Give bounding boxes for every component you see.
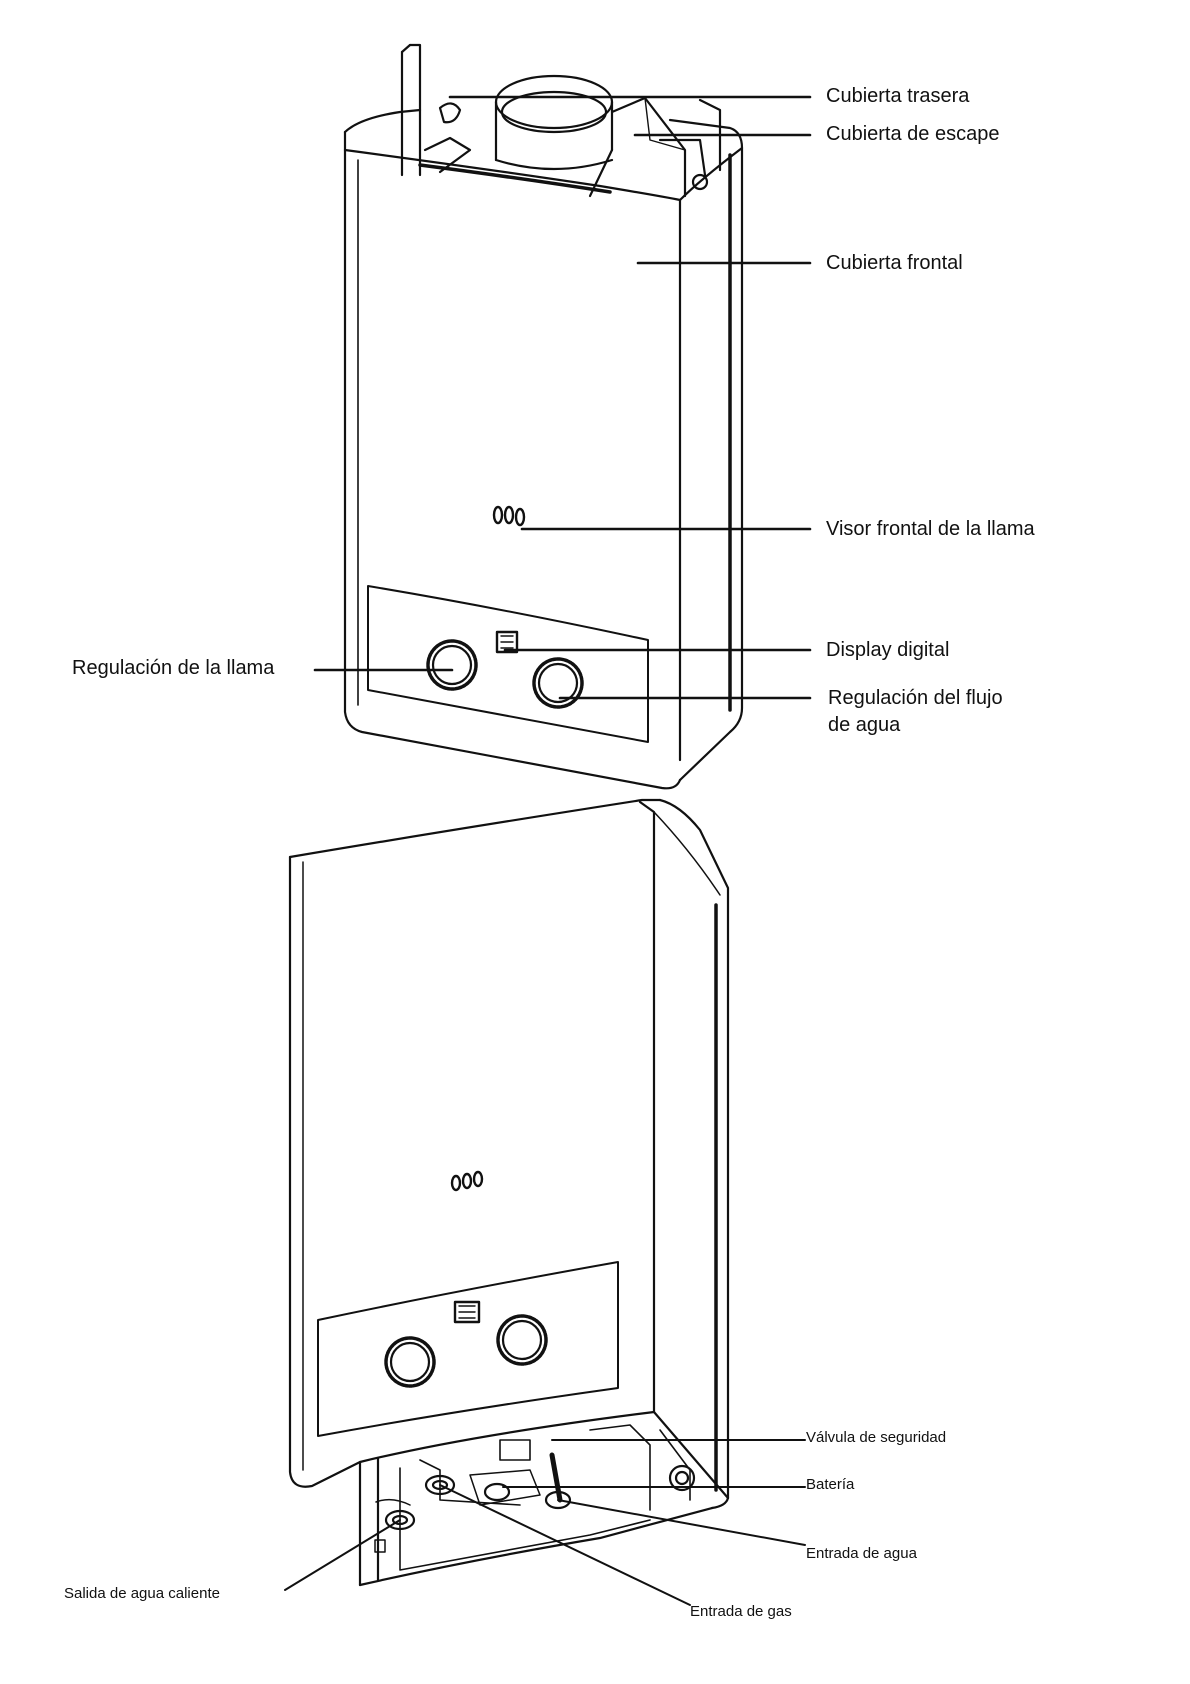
front-cover-outline <box>345 150 680 760</box>
label-front-cover: Cubierta frontal <box>826 251 963 276</box>
bottom-heater-unit <box>290 800 728 1585</box>
label-rear-cover: Cubierta trasera <box>826 84 969 109</box>
bottom-water-knob <box>498 1316 546 1364</box>
bottom-flame-viewer <box>452 1172 482 1190</box>
label-water-inlet: Entrada de agua <box>806 1545 917 1564</box>
label-hot-water-outlet: Salida de agua caliente <box>64 1585 220 1604</box>
label-digital-display: Display digital <box>826 638 949 663</box>
bottom-flame-knob <box>386 1338 434 1386</box>
label-flame-regulation: Regulación de la llama <box>72 656 274 681</box>
leader-lines <box>315 97 810 698</box>
top-water-knob <box>534 659 582 707</box>
top-flame-viewer <box>494 507 524 525</box>
label-exhaust-cover: Cubierta de escape <box>826 122 999 147</box>
label-safety-valve: Válvula de seguridad <box>806 1429 946 1448</box>
battery-compartment <box>500 1440 530 1460</box>
label-water-flow-regulation-1: Regulación del flujo <box>828 686 1003 711</box>
label-gas-inlet: Entrada de gas <box>690 1603 792 1622</box>
top-flame-knob <box>428 641 476 689</box>
label-battery: Batería <box>806 1476 854 1495</box>
bottom-control-panel <box>318 1262 618 1436</box>
top-heater-unit <box>345 45 742 788</box>
top-control-panel <box>368 586 648 742</box>
label-flame-viewer: Visor frontal de la llama <box>826 517 1035 542</box>
bottom-front-outline <box>290 857 654 1487</box>
label-water-flow-regulation-2: de agua <box>828 713 900 738</box>
